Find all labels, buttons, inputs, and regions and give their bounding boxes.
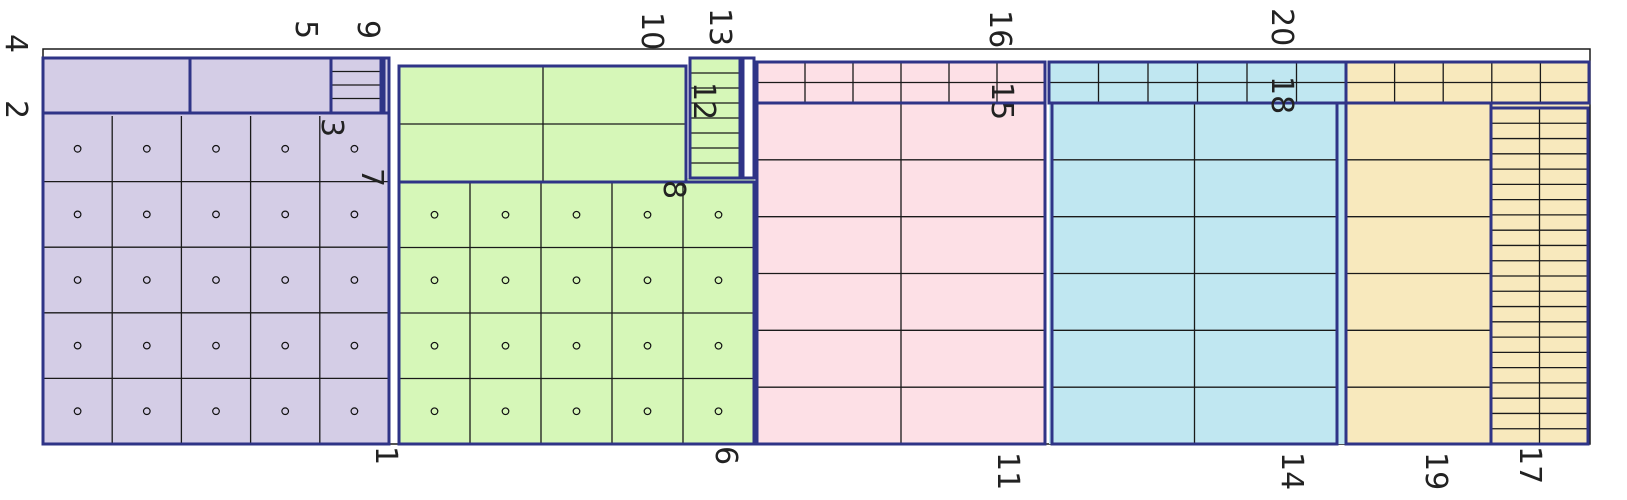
- bolt-hole: [643, 407, 652, 416]
- block-borders: [41, 56, 1591, 446]
- label-16: 16: [982, 10, 1017, 48]
- label-15: 15: [984, 82, 1019, 120]
- blue-block-fill: [1049, 62, 1346, 444]
- label-10: 10: [634, 12, 669, 50]
- bolt-hole: [501, 276, 510, 285]
- bolt-hole: [350, 407, 359, 416]
- bolt-holes: [73, 144, 723, 416]
- label-20: 20: [1264, 8, 1299, 46]
- label-14: 14: [1274, 452, 1309, 490]
- bolt-hole: [430, 341, 439, 350]
- bolt-hole: [73, 144, 82, 153]
- bolt-hole: [212, 276, 220, 284]
- bolt-hole: [281, 144, 290, 153]
- purple-block-fill: [43, 58, 389, 444]
- bolt-hole: [350, 210, 359, 219]
- bolt-hole: [501, 407, 510, 416]
- label-11: 11: [990, 452, 1025, 490]
- green-edge-strip-border: [741, 56, 756, 180]
- bolt-hole: [643, 276, 652, 285]
- bolt-hole: [643, 341, 652, 350]
- bolt-hole: [73, 210, 82, 219]
- bolt-hole: [501, 341, 510, 350]
- bolt-hole: [281, 341, 290, 350]
- label-18: 18: [1264, 76, 1299, 114]
- bolt-hole: [572, 341, 581, 350]
- label-17: 17: [1512, 446, 1547, 484]
- bolt-hole: [212, 407, 220, 416]
- bolt-hole: [281, 276, 290, 284]
- bolt-hole: [350, 144, 359, 153]
- label-8: 8: [656, 180, 691, 199]
- label-19: 19: [1418, 452, 1453, 490]
- bolt-hole: [714, 210, 723, 219]
- bolt-hole: [73, 341, 82, 350]
- label-6: 6: [708, 446, 743, 465]
- green-lower-border: [397, 180, 756, 446]
- block-fills: [42, 48, 1591, 445]
- bolt-hole: [142, 210, 151, 219]
- green-small-block-border: [688, 56, 742, 180]
- bolt-hole: [212, 144, 220, 153]
- label-3: 3: [314, 118, 349, 137]
- node-labels: 4 2 5 9 3 7 10 13 12 8 16 15 20 18 1 6 1…: [0, 8, 1547, 490]
- yellow-strip-border: [1489, 106, 1590, 446]
- bolt-hole: [212, 341, 220, 350]
- label-13: 13: [702, 8, 737, 46]
- label-1: 1: [368, 446, 403, 465]
- label-7: 7: [354, 168, 389, 187]
- bolt-hole: [572, 210, 581, 219]
- bolt-hole: [212, 210, 220, 219]
- bolt-hole: [430, 276, 439, 285]
- bolt-hole: [142, 341, 151, 350]
- bolt-hole: [142, 144, 151, 153]
- bolt-hole: [501, 210, 510, 219]
- bolt-hole: [350, 341, 359, 350]
- yellow-block-fill: [1346, 62, 1589, 444]
- bolt-hole: [281, 210, 290, 219]
- bolt-hole: [430, 407, 439, 416]
- label-9: 9: [350, 20, 385, 39]
- label-12: 12: [686, 82, 721, 120]
- bolt-hole: [281, 407, 290, 416]
- bolt-hole: [73, 407, 82, 416]
- bolt-hole: [572, 276, 581, 285]
- bolt-hole: [73, 276, 82, 284]
- bolt-hole: [142, 276, 151, 284]
- bolt-hole: [714, 276, 723, 285]
- label-5: 5: [288, 20, 323, 39]
- bolt-hole: [714, 341, 723, 350]
- label-4: 4: [0, 34, 33, 53]
- bolt-hole: [572, 407, 581, 416]
- pink-main-border: [755, 101, 1047, 446]
- bolt-hole: [142, 407, 151, 416]
- label-2: 2: [0, 100, 33, 119]
- bolt-hole: [714, 407, 723, 416]
- bolt-hole: [643, 210, 652, 219]
- purple-block-border: [41, 56, 391, 446]
- bolt-hole: [430, 210, 439, 219]
- blue-main-border: [1050, 101, 1339, 446]
- grid-lines: [43, 62, 1589, 444]
- bolt-hole: [350, 276, 359, 284]
